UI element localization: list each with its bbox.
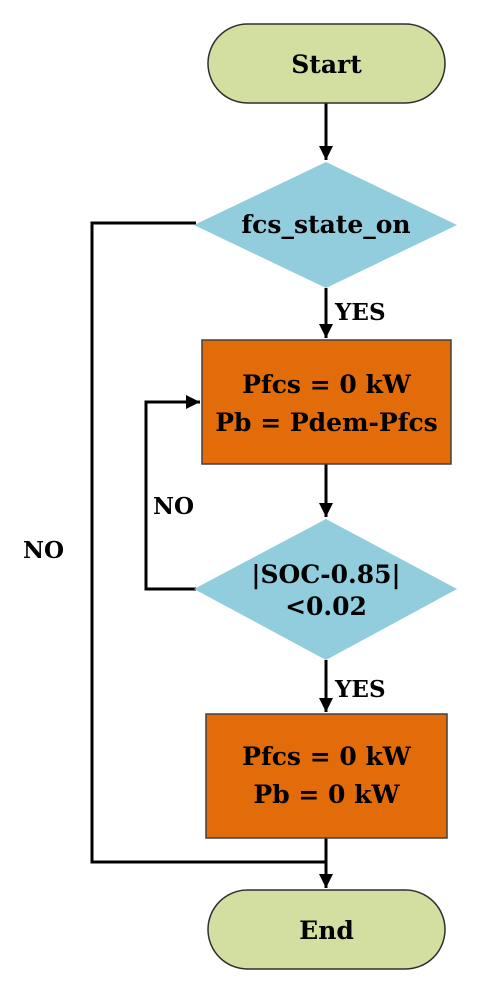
end-terminal-shape	[207, 889, 446, 970]
decision1-label: fcs_state_on	[241, 210, 410, 239]
process2-line2: Pb = 0 kW	[253, 780, 400, 809]
decision2-line2: <0.02	[285, 592, 367, 621]
start-label: Start	[291, 50, 362, 79]
edge-label-no-outer: NO	[23, 537, 64, 564]
process2-node: Pfcs = 0 kW Pb = 0 kW	[205, 713, 448, 839]
process2-rect-shape	[205, 713, 448, 839]
process2-line1: Pfcs = 0 kW	[242, 742, 412, 771]
start-node: Start	[207, 23, 446, 104]
process1-node: Pfcs = 0 kW Pb = Pdem-Pfcs	[201, 339, 452, 465]
process1-rect-shape	[201, 339, 452, 465]
end-node: End	[207, 889, 446, 970]
decision2-diamond-shape	[194, 519, 457, 660]
arrow-decision2-no-loop	[144, 395, 200, 591]
edge-label-no-inner: NO	[153, 493, 194, 520]
decision2-line1: |SOC-0.85|	[251, 560, 400, 589]
connectors	[90, 103, 333, 888]
decision1-diamond-shape	[194, 162, 457, 288]
process1-line2: Pb = Pdem-Pfcs	[215, 408, 438, 437]
start-terminal-shape	[207, 23, 446, 104]
decision2-node: |SOC-0.85| <0.02	[194, 519, 457, 660]
edge-label-yes-2: YES	[334, 676, 386, 703]
end-label: End	[299, 916, 354, 945]
decision1-node: fcs_state_on	[194, 162, 457, 288]
edge-label-yes-1: YES	[334, 299, 386, 326]
arrow-decision1-no-bypass	[90, 221, 326, 864]
process1-line1: Pfcs = 0 kW	[242, 370, 412, 399]
